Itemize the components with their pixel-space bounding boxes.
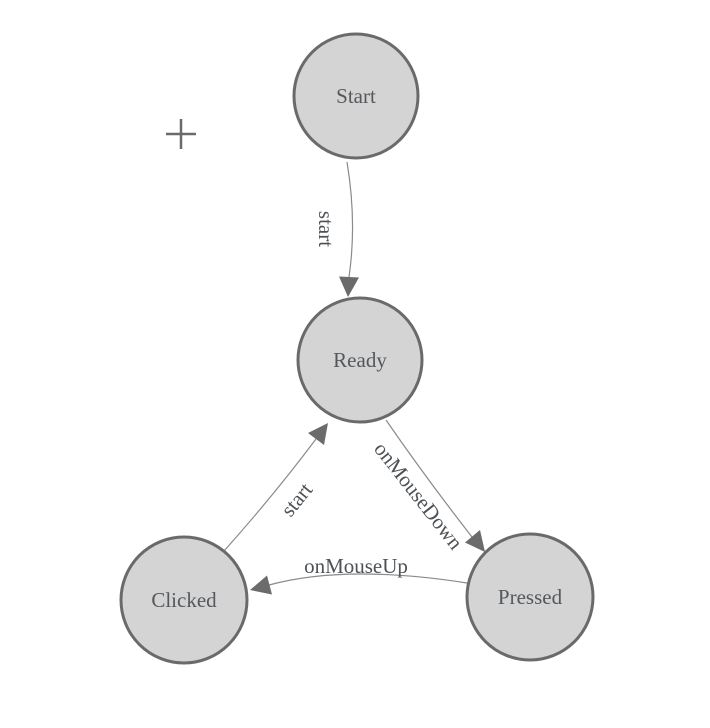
- edge-line-ready-to-pressed[interactable]: [385, 419, 473, 538]
- node-clicked-circle[interactable]: [119, 535, 249, 665]
- node-pressed-circle[interactable]: [465, 532, 595, 662]
- edge-line-clicked-to-ready[interactable]: [223, 438, 317, 552]
- edge-line-start-to-ready[interactable]: [346, 161, 354, 278]
- edge-pressed-to-clicked: onMouseUp: [250, 554, 468, 595]
- arrowhead-icon: [250, 575, 272, 595]
- edge-line-pressed-to-clicked[interactable]: [268, 573, 468, 586]
- edge-label-start[interactable]: start: [314, 211, 338, 247]
- edge-clicked-to-ready: start: [223, 423, 328, 552]
- edge-ready-to-pressed: onMouseDown: [369, 419, 485, 554]
- crosshair-cursor-icon: [166, 119, 196, 149]
- edge-label-onmouseup[interactable]: onMouseUp: [304, 554, 408, 578]
- edge-start-to-ready: start: [314, 161, 359, 297]
- node-pressed[interactable]: Pressed: [465, 532, 595, 662]
- arrowhead-icon: [465, 530, 485, 552]
- node-ready[interactable]: Ready: [296, 296, 424, 424]
- arrowhead-icon: [308, 423, 328, 445]
- edge-label-start-2[interactable]: start: [276, 478, 318, 521]
- node-start[interactable]: Start: [292, 32, 420, 160]
- edge-label-onmousedown[interactable]: onMouseDown: [369, 437, 468, 554]
- arrowhead-icon: [339, 276, 359, 297]
- node-start-circle[interactable]: [292, 32, 420, 160]
- node-ready-circle[interactable]: [296, 296, 424, 424]
- node-clicked[interactable]: Clicked: [119, 535, 249, 665]
